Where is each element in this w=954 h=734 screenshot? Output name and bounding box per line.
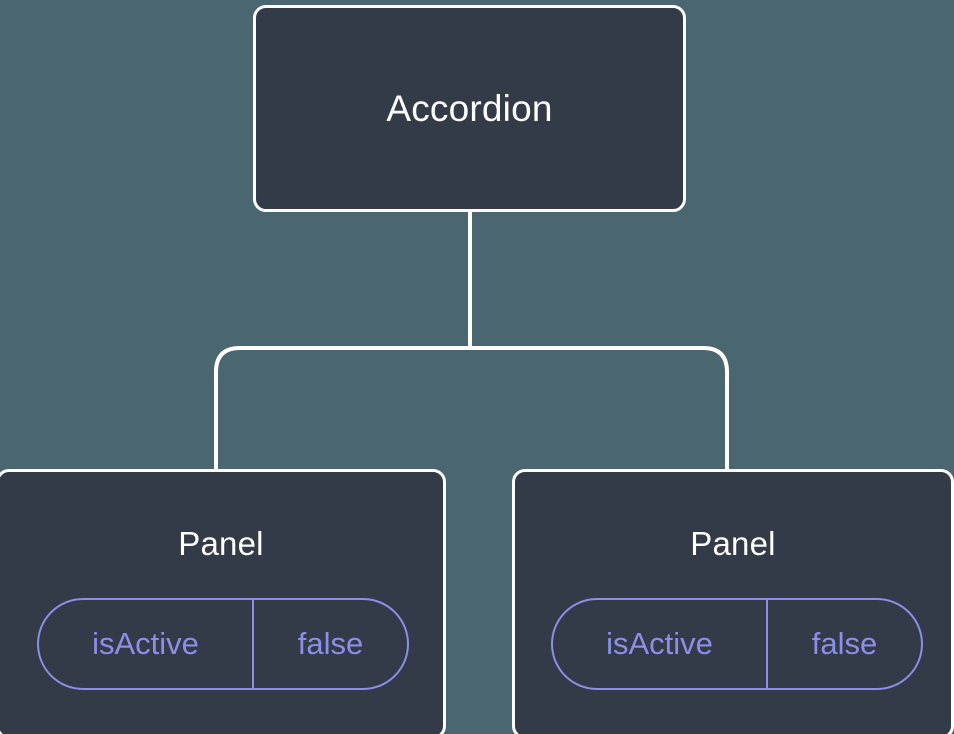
node-panel-left-title: Panel	[178, 525, 264, 562]
prop-pill-is-active-right[interactable]: isActive false	[551, 598, 923, 690]
prop-value-label: false	[297, 626, 364, 661]
prop-value-label: false	[811, 626, 878, 661]
node-accordion-title: Accordion	[386, 87, 553, 129]
prop-divider	[252, 600, 254, 688]
prop-divider	[766, 600, 768, 688]
edge-branch	[214, 346, 729, 472]
node-panel-right[interactable]: Panel isActive false	[512, 469, 954, 734]
node-panel-right-title: Panel	[690, 525, 776, 562]
prop-pill-is-active-left[interactable]: isActive false	[37, 598, 409, 690]
node-accordion[interactable]: Accordion	[253, 5, 686, 212]
node-panel-left[interactable]: Panel isActive false	[0, 469, 446, 734]
prop-key-label: isActive	[92, 626, 199, 661]
prop-key-label: isActive	[606, 626, 713, 661]
